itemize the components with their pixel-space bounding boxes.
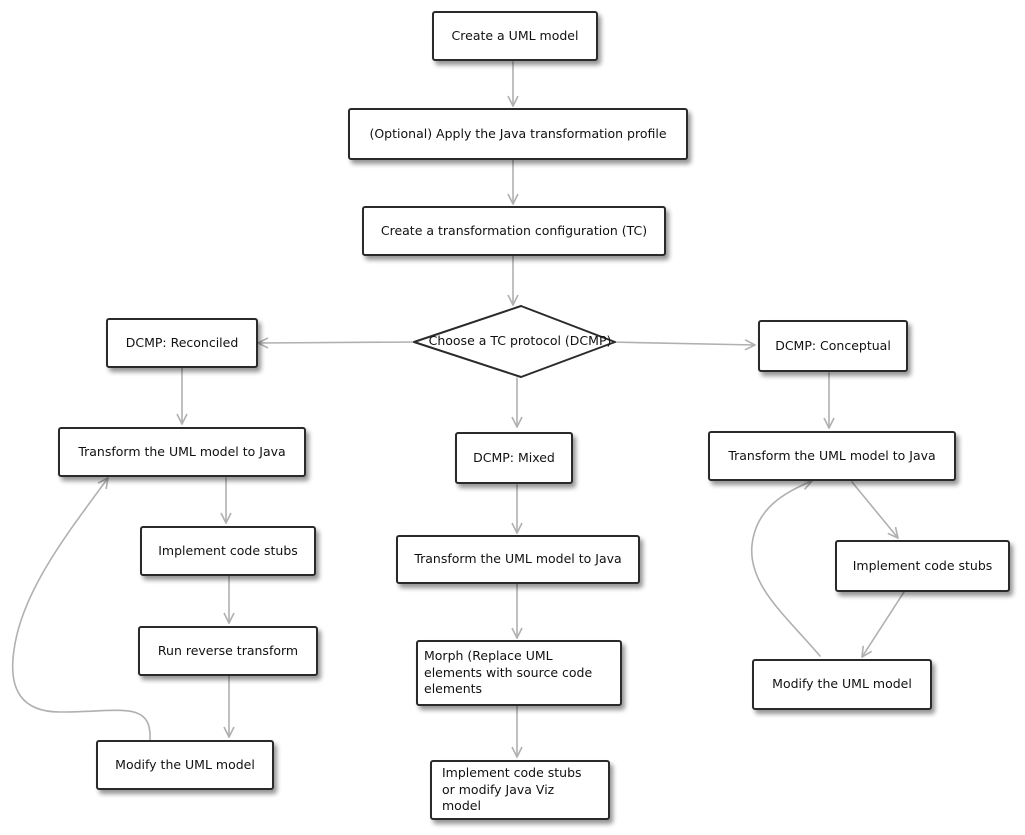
node-apply-java-profile: (Optional) Apply the Java transformation… — [348, 108, 688, 160]
node-create-transformation-config: Create a transformation configuration (T… — [362, 206, 666, 256]
node-label: DCMP: Conceptual — [775, 337, 891, 353]
node-label: Implement code stubs — [158, 542, 298, 558]
node-label: Create a transformation configuration (T… — [380, 222, 648, 238]
node-conceptual-implement-stubs: Implement code stubs — [835, 540, 1010, 592]
node-reconciled-modify-uml: Modify the UML model — [96, 740, 274, 790]
edge-ctransform-to-implement — [851, 481, 899, 539]
decision-diamond — [413, 305, 616, 378]
node-create-uml-model: Create a UML model — [432, 11, 598, 61]
node-dcmp-mixed: DCMP: Mixed — [455, 432, 573, 484]
node-reconciled-reverse-transform: Run reverse transform — [138, 626, 318, 676]
node-reconciled-transform: Transform the UML model to Java — [58, 427, 306, 477]
node-label: Transform the UML model to Java — [728, 447, 936, 463]
edge-cimplement-to-modify — [861, 591, 905, 658]
node-label: Transform the UML model to Java — [78, 443, 286, 459]
node-label: Run reverse transform — [157, 642, 299, 658]
node-mixed-morph: Morph (Replace UML elements with source … — [416, 640, 622, 706]
node-mixed-implement-or-modify: Implement code stubs or modify Java Viz … — [430, 760, 610, 820]
decision-choose-protocol-label: Choose a TC protocol (DCMP) — [428, 333, 612, 348]
edge-cmodify-loop-to-transform — [751, 479, 821, 657]
edge-rmodify-loop-to-transform — [11, 477, 151, 741]
node-label: Modify the UML model — [115, 756, 255, 772]
edge-decision-to-conceptual — [609, 339, 756, 351]
node-label: Modify the UML model — [772, 676, 912, 692]
edge-decision-to-reconciled — [257, 337, 421, 349]
node-label: Implement code stubs or modify Java Viz … — [442, 764, 582, 814]
node-label: Implement code stubs — [852, 557, 993, 573]
node-conceptual-modify-uml: Modify the UML model — [752, 659, 932, 710]
node-label: Transform the UML model to Java — [414, 551, 622, 567]
node-label: DCMP: Mixed — [473, 449, 555, 465]
node-label: Create a UML model — [451, 27, 579, 43]
node-dcmp-conceptual: DCMP: Conceptual — [758, 320, 908, 372]
node-mixed-transform: Transform the UML model to Java — [396, 535, 640, 584]
node-label: Morph (Replace UML elements with source … — [424, 647, 593, 697]
node-reconciled-implement-stubs: Implement code stubs — [140, 526, 316, 576]
node-label: (Optional) Apply the Java transformation… — [369, 125, 667, 141]
node-label: DCMP: Reconciled — [125, 334, 239, 350]
node-dcmp-reconciled: DCMP: Reconciled — [106, 318, 258, 368]
node-conceptual-transform: Transform the UML model to Java — [708, 431, 956, 481]
